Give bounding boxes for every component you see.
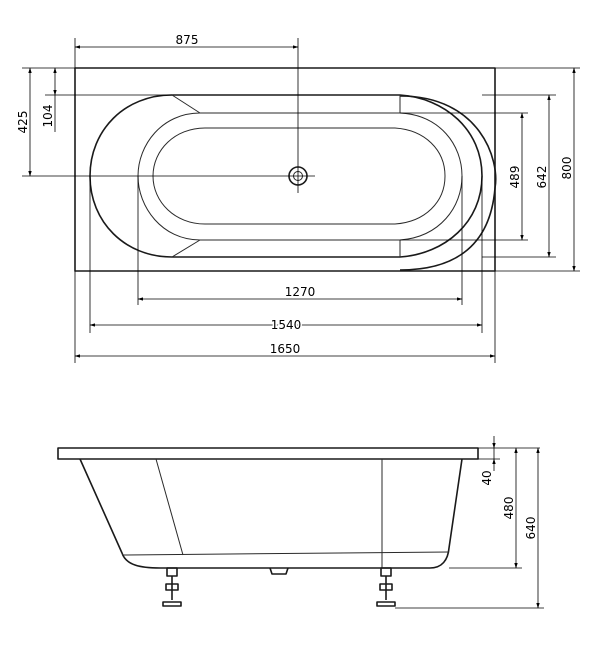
dim-640-label: 640 — [524, 517, 538, 540]
dim-425-label: 425 — [16, 111, 30, 134]
dim-800-label: 800 — [560, 157, 574, 180]
dim-1650-label: 1650 — [270, 342, 301, 356]
tub-rim-side — [57, 447, 479, 460]
leg-left — [162, 567, 182, 607]
backrest-line-bottom-left — [171, 239, 201, 258]
dim-104-label: 104 — [41, 105, 55, 128]
tub-facet-line-left — [155, 458, 184, 556]
side-view: 40 480 640 — [57, 436, 544, 609]
tub-bottom — [152, 127, 446, 225]
dim-489-label: 489 — [508, 166, 522, 189]
dim-875-label: 875 — [176, 33, 199, 47]
drain-outlet-icon — [269, 567, 289, 575]
tub-body-side — [79, 458, 463, 569]
dim-1270-label: 1270 — [285, 285, 316, 299]
backrest-line-top-left — [171, 94, 201, 114]
dim-1540-label: 1540 — [271, 318, 302, 332]
dim-642-label: 642 — [535, 166, 549, 189]
leg-right — [376, 567, 396, 607]
dim-480-label: 480 — [502, 497, 516, 520]
tub-bottom-line — [121, 551, 450, 556]
dim-40-label: 40 — [480, 470, 494, 485]
top-view: 875 425 104 489 642 800 1270 1540 — [16, 33, 580, 363]
tub-curved-edge — [399, 95, 497, 271]
